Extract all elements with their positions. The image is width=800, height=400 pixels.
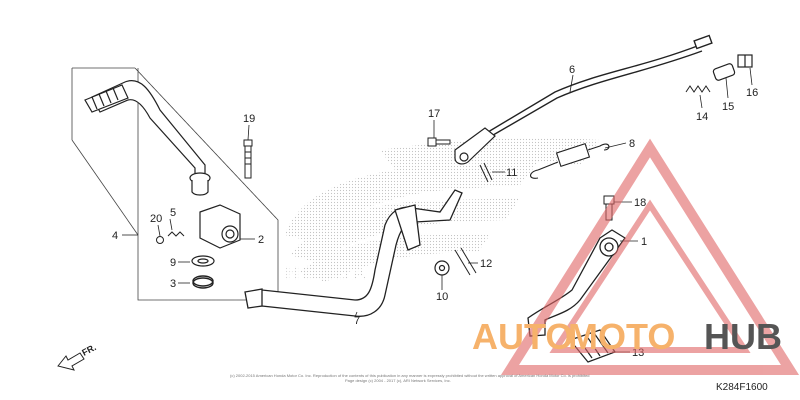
- copyright-line-1: (c) 2002-2015 American Honda Motor Co. I…: [230, 373, 590, 378]
- bolt-19[interactable]: [243, 139, 253, 179]
- callout-18: 18: [634, 197, 646, 209]
- callout-7: 7: [354, 315, 360, 327]
- callout-15: 15: [722, 101, 734, 113]
- spring-5[interactable]: [167, 231, 185, 237]
- ball-20[interactable]: [156, 236, 164, 244]
- callout-8: 8: [629, 138, 635, 150]
- callout-11: 11: [506, 167, 517, 179]
- washer-9[interactable]: [191, 255, 215, 267]
- joint-15[interactable]: [712, 63, 736, 81]
- brake-arm-joint[interactable]: [454, 127, 496, 165]
- callout-1: 1: [641, 236, 647, 248]
- callout-12: 12: [480, 258, 492, 270]
- callout-16: 16: [746, 87, 758, 99]
- callout-2: 2: [258, 234, 264, 246]
- cotter-pin-11[interactable]: [479, 162, 493, 183]
- diagram-code: K284F1600: [716, 382, 768, 393]
- return-spring-8[interactable]: [529, 143, 610, 179]
- nut-16[interactable]: [737, 54, 753, 68]
- callout-19: 19: [243, 113, 255, 125]
- circlip-3[interactable]: [192, 275, 214, 289]
- front-direction-arrow: FR.: [57, 342, 98, 371]
- callout-17: 17: [428, 108, 440, 120]
- spring-14[interactable]: [685, 85, 711, 93]
- callout-14: 14: [696, 111, 708, 123]
- watermark-logo: AUTO MOTO HUB: [472, 316, 782, 357]
- brake-pedal-7[interactable]: [244, 189, 463, 317]
- kickstarter-block-2[interactable]: [199, 204, 241, 249]
- watermark-auto: AUTO: [472, 316, 573, 357]
- svg-text:HONDA: HONDA: [285, 263, 368, 285]
- kickstarter-rubber-grip: [84, 84, 129, 113]
- bolt-17[interactable]: [427, 137, 451, 147]
- kickstarter-arm[interactable]: [84, 80, 211, 196]
- copyright: (c) 2002-2015 American Honda Motor Co. I…: [230, 373, 590, 383]
- watermark-hub: HUB: [704, 316, 782, 357]
- callout-5: 5: [170, 207, 176, 219]
- callout-3: 3: [170, 278, 176, 290]
- pin-12[interactable]: [454, 247, 477, 276]
- callout-4: 4: [112, 230, 118, 242]
- front-direction-label: FR.: [80, 342, 97, 358]
- copyright-line-2: Page design (c) 2004 - 2017 (c), ARI Net…: [345, 378, 451, 383]
- callout-6: 6: [569, 64, 575, 76]
- callout-20: 20: [150, 213, 162, 225]
- brake-rod-6[interactable]: [487, 34, 713, 139]
- watermark-moto: MOTO: [568, 316, 675, 357]
- kickstarter-assembly-box: [71, 67, 279, 301]
- callout-9: 9: [170, 257, 176, 269]
- callout-10: 10: [436, 291, 448, 303]
- watermark-triangle: [500, 138, 800, 375]
- washer-10[interactable]: [434, 260, 450, 276]
